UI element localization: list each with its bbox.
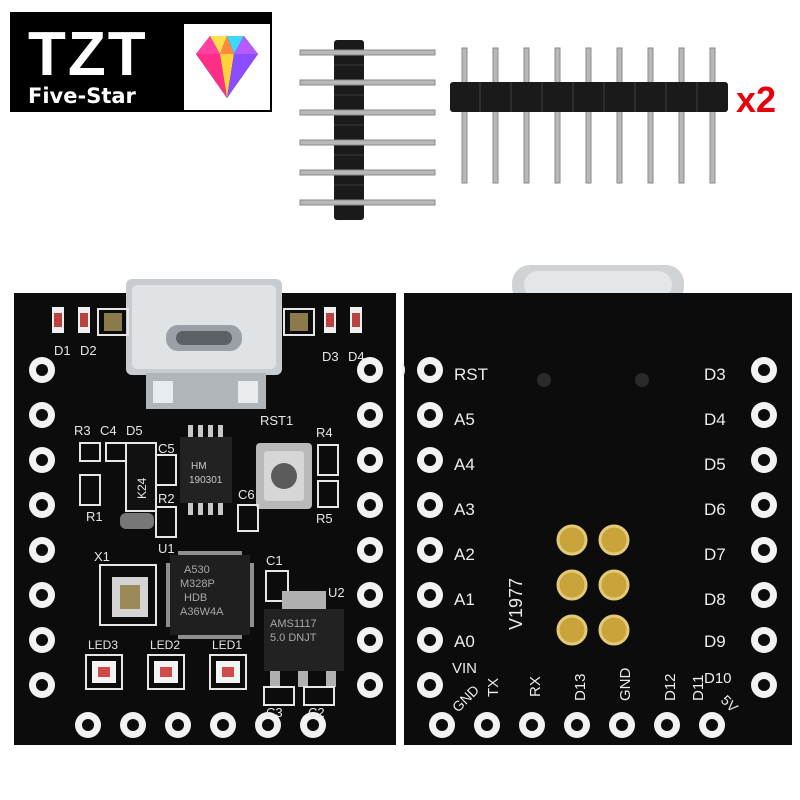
regulator-line1: AMS1117 bbox=[270, 618, 317, 630]
edge-pads-left bbox=[29, 357, 55, 698]
mcu-line2: M328P bbox=[180, 578, 215, 590]
pin-label-right-5: D7 bbox=[704, 545, 726, 564]
label-r4: R4 bbox=[316, 425, 333, 440]
label-u2: U2 bbox=[328, 585, 345, 600]
mcu-line3: HDB bbox=[184, 592, 207, 604]
label-d4: D4 bbox=[348, 349, 365, 364]
label-r5: R5 bbox=[316, 511, 333, 526]
label-c4: C4 bbox=[100, 423, 117, 438]
six-pin-header bbox=[299, 40, 436, 220]
pin-label-left-2: A5 bbox=[454, 410, 475, 429]
pin-label-left-3: A4 bbox=[454, 455, 475, 474]
regulator-line2: 5.0 DNJT bbox=[270, 632, 317, 644]
left-board-top-view: D1 D2 D3 D4 HM 190301 R3 C4 D5 C5 R1 R2 … bbox=[14, 279, 396, 745]
usb-c-connector bbox=[126, 279, 282, 409]
label-c1: C1 bbox=[266, 553, 283, 568]
label-d2: D2 bbox=[80, 343, 97, 358]
pin-label-right-2: D4 bbox=[704, 410, 726, 429]
label-x1: X1 bbox=[94, 549, 110, 564]
pin-label-bottom-d12: D12 bbox=[662, 673, 679, 701]
left-passives bbox=[79, 442, 177, 538]
status-leds bbox=[85, 654, 247, 690]
label-r2: R2 bbox=[158, 491, 175, 506]
logo-brand-text: TZT bbox=[28, 20, 148, 89]
pcb-right bbox=[404, 293, 792, 745]
pin-label-bottom-tx: TX bbox=[485, 678, 502, 697]
pin-label-bottom-gnd2: GND bbox=[617, 668, 634, 702]
label-c5: C5 bbox=[158, 441, 175, 456]
label-u1: U1 bbox=[158, 541, 175, 556]
pin-headers-illustration bbox=[299, 40, 728, 220]
icsp-pads bbox=[556, 524, 630, 646]
pin-label-right-7: D9 bbox=[704, 632, 726, 651]
ic-hm-code: 190301 bbox=[189, 475, 223, 486]
nine-pin-header bbox=[450, 47, 728, 184]
label-r1: R1 bbox=[86, 509, 103, 524]
label-led3: LED3 bbox=[88, 638, 118, 652]
pin-label-bottom-rx: RX bbox=[527, 676, 544, 697]
logo-subtitle: Five-Star bbox=[28, 84, 136, 108]
pin-label-bottom-d10: D10 bbox=[704, 670, 732, 687]
quantity-label: x2 bbox=[736, 79, 777, 120]
label-r3: R3 bbox=[74, 423, 91, 438]
label-led1: LED1 bbox=[212, 638, 242, 652]
regulator-ams1117 bbox=[263, 570, 344, 706]
diamond-gem-icon bbox=[184, 24, 270, 110]
pin-label-bottom-d13: D13 bbox=[572, 673, 589, 701]
ic-hm-text: HM bbox=[191, 461, 207, 472]
board-version: V1977 bbox=[506, 578, 526, 630]
top-leds bbox=[52, 307, 362, 336]
pin-label-left-5: A2 bbox=[454, 545, 475, 564]
pin-label-right-4: D6 bbox=[704, 500, 726, 519]
label-d3: D3 bbox=[322, 349, 339, 364]
brand-logo: TZT Five-Star bbox=[10, 12, 272, 112]
reset-button-component bbox=[256, 443, 312, 509]
label-rst1: RST1 bbox=[260, 413, 293, 428]
label-d1: D1 bbox=[54, 343, 71, 358]
mcu-atmega328p bbox=[166, 551, 254, 639]
pin-label-left-4: A3 bbox=[454, 500, 475, 519]
pin-label-right-1: D3 bbox=[704, 365, 726, 384]
pin-label-right-6: D8 bbox=[704, 590, 726, 609]
pin-label-left-6: A1 bbox=[454, 590, 475, 609]
crystal-x1 bbox=[99, 564, 157, 626]
mcu-line4: A36W4A bbox=[180, 606, 224, 618]
pin-label-left-1: RST bbox=[454, 365, 488, 384]
label-k24: K24 bbox=[135, 477, 149, 499]
label-c2: C2 bbox=[308, 705, 325, 720]
label-c6: C6 bbox=[238, 487, 255, 502]
pin-label-right-3: D5 bbox=[704, 455, 726, 474]
pin-label-left-7: A0 bbox=[454, 632, 475, 651]
mcu-line1: A530 bbox=[184, 564, 210, 576]
ic-hm bbox=[180, 425, 232, 515]
pin-label-bottom-d11: D11 bbox=[690, 675, 707, 701]
label-d5: D5 bbox=[126, 423, 143, 438]
pin-label-bottom-vin: VIN bbox=[452, 660, 477, 677]
right-board-bottom-view: RST A5 A4 A3 A2 A1 A0 D3 D4 D5 D6 D7 D8 … bbox=[402, 265, 792, 745]
label-led2: LED2 bbox=[150, 638, 180, 652]
label-c3: C3 bbox=[266, 705, 283, 720]
